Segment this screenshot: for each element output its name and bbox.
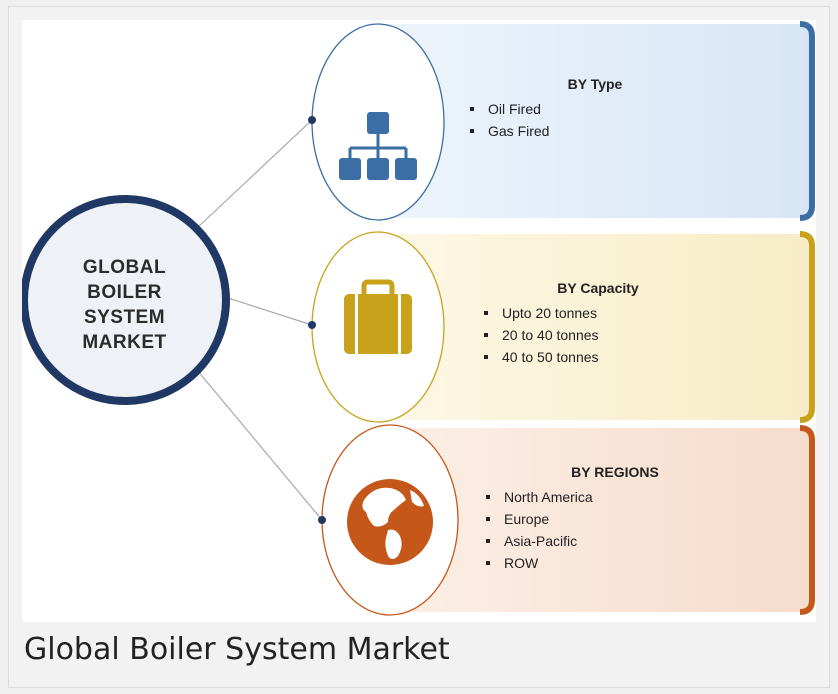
- figure-caption: Global Boiler System Market: [24, 632, 450, 667]
- panel-regions: [392, 428, 812, 612]
- hub-label-line: BOILER: [87, 282, 162, 303]
- hub-label-line: MARKET: [82, 332, 167, 353]
- globe-icon: [347, 479, 433, 565]
- capacity-list: Upto 20 tonnes 20 to 40 tonnes 40 to 50 …: [482, 302, 714, 368]
- panel-type: [382, 24, 812, 218]
- hub-label-line: SYSTEM: [83, 307, 166, 328]
- connector-type: [196, 119, 313, 229]
- list-item: Oil Fired: [468, 98, 722, 120]
- type-title: BY Type: [567, 76, 623, 92]
- connector-dot-regions: [318, 516, 326, 524]
- connector-regions: [196, 369, 323, 521]
- list-item: Europe: [484, 508, 746, 530]
- list-item: 20 to 40 tonnes: [482, 324, 714, 346]
- diagram-svg: [22, 21, 815, 616]
- list-item: Asia-Pacific: [484, 530, 746, 552]
- regions-segment: BY REGIONS North America Europe Asia-Pac…: [484, 464, 746, 574]
- hub-label-line: GLOBAL: [82, 257, 167, 278]
- list-item: ROW: [484, 552, 746, 574]
- panel-capacity: [382, 234, 812, 420]
- connector-dot-type: [308, 116, 316, 124]
- list-item: 40 to 50 tonnes: [482, 346, 714, 368]
- panel-capacity-edge: [799, 231, 815, 423]
- panel-regions-edge: [799, 425, 815, 615]
- hub-label: GLOBAL BOILER SYSTEM MARKET: [52, 255, 197, 355]
- diagram-canvas: GLOBAL BOILER SYSTEM MARKET BY Type Oil …: [22, 20, 816, 622]
- hierarchy-icon: [339, 112, 417, 180]
- capacity-title: BY Capacity: [557, 280, 639, 296]
- list-item: Upto 20 tonnes: [482, 302, 714, 324]
- type-segment: BY Type Oil Fired Gas Fired: [468, 76, 722, 142]
- type-list: Oil Fired Gas Fired: [468, 98, 722, 142]
- hub-circle: [22, 195, 230, 405]
- regions-list: North America Europe Asia-Pacific ROW: [484, 486, 746, 574]
- capacity-segment: BY Capacity Upto 20 tonnes 20 to 40 tonn…: [482, 280, 714, 368]
- list-item: Gas Fired: [468, 120, 722, 142]
- connector-capacity: [227, 297, 313, 326]
- list-item: North America: [484, 486, 746, 508]
- regions-title: BY REGIONS: [571, 464, 659, 480]
- briefcase-icon: [344, 279, 412, 354]
- connector-dot-capacity: [308, 321, 316, 329]
- panel-type-edge: [799, 21, 815, 221]
